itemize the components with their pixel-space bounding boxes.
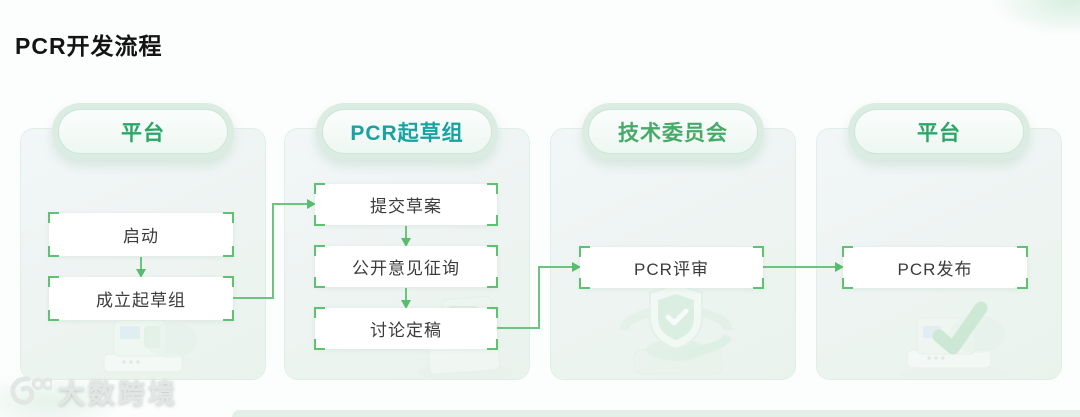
step-submit-draft: 提交草案 bbox=[314, 183, 498, 226]
column-header-technical-committee: 技术委员会 bbox=[582, 103, 764, 160]
watermark-brand-text: 大数跨境 bbox=[58, 379, 178, 409]
arrowhead-right-icon bbox=[572, 262, 581, 272]
step-label: 公开意见征询 bbox=[352, 259, 460, 278]
connector-group-to-draft bbox=[233, 297, 273, 299]
watermark: 大数跨境 bbox=[8, 372, 178, 411]
step-label: 成立起草组 bbox=[96, 291, 186, 310]
step-label: 启动 bbox=[123, 227, 159, 246]
step-form-drafting-group: 成立起草组 bbox=[48, 276, 234, 321]
connector-group-to-draft bbox=[272, 203, 274, 299]
arrow-start-to-group bbox=[140, 257, 142, 269]
corner-glow-decoration bbox=[990, 0, 1080, 36]
step-label: 讨论定稿 bbox=[370, 321, 442, 340]
step-public-consultation: 公开意见征询 bbox=[314, 245, 498, 288]
brand-100-logo-icon bbox=[10, 375, 52, 405]
release-machine-illustration bbox=[899, 301, 1011, 379]
connector-finalize-to-review bbox=[538, 266, 540, 329]
column-header-platform-2: 平台 bbox=[848, 103, 1030, 160]
shield-check-illustration bbox=[619, 282, 733, 375]
connector-review-to-release bbox=[763, 266, 835, 268]
step-label: PCR评审 bbox=[634, 260, 709, 279]
column-header-label: 平台 bbox=[58, 109, 228, 154]
arrow-consultation-to-finalize bbox=[405, 288, 407, 300]
next-section-edge bbox=[232, 410, 1080, 417]
page-title: PCR开发流程 bbox=[15, 33, 163, 59]
step-start: 启动 bbox=[48, 212, 234, 257]
step-pcr-release: PCR发布 bbox=[842, 246, 1028, 289]
step-pcr-review: PCR评审 bbox=[579, 246, 764, 289]
column-header-label: 平台 bbox=[854, 109, 1024, 154]
connector-finalize-to-review bbox=[538, 266, 572, 268]
step-label: PCR发布 bbox=[897, 260, 973, 279]
connector-finalize-to-review bbox=[497, 327, 539, 329]
connector-group-to-draft bbox=[272, 203, 307, 205]
arrow-draft-to-consultation bbox=[405, 226, 407, 238]
arrowhead-down-icon bbox=[136, 269, 146, 278]
arrowhead-down-icon bbox=[401, 238, 411, 247]
column-header-label: 技术委员会 bbox=[588, 109, 758, 154]
step-discuss-finalize: 讨论定稿 bbox=[314, 307, 498, 350]
machine-illustration bbox=[96, 319, 200, 379]
column-header-platform-1: 平台 bbox=[52, 103, 234, 160]
arrowhead-down-icon bbox=[401, 300, 411, 309]
column-header-label: PCR起草组 bbox=[322, 109, 492, 154]
arrowhead-right-icon bbox=[307, 199, 316, 209]
arrowhead-right-icon bbox=[835, 262, 844, 272]
column-header-drafting-group: PCR起草组 bbox=[316, 103, 498, 160]
step-label: 提交草案 bbox=[370, 197, 442, 216]
